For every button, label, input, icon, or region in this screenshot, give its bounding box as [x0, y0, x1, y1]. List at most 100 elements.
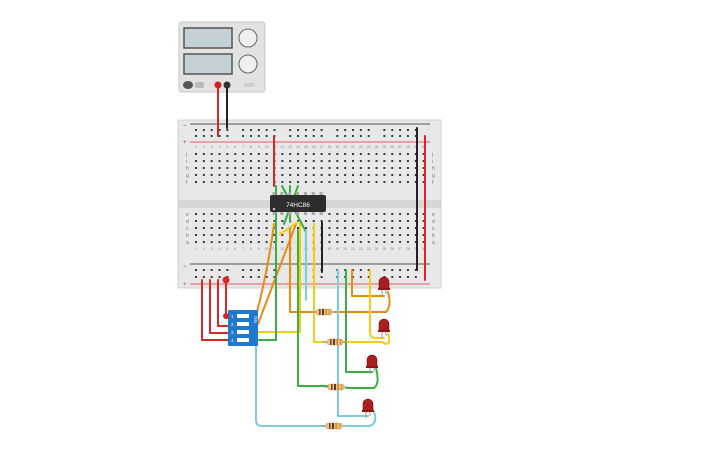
breadboard-hole[interactable]	[399, 227, 402, 229]
breadboard-hole[interactable]	[367, 174, 370, 176]
breadboard-hole[interactable]	[383, 160, 386, 162]
breadboard-hole[interactable]	[234, 213, 237, 215]
breadboard-hole[interactable]	[297, 167, 300, 169]
breadboard-hole[interactable]	[226, 174, 229, 176]
breadboard-hole[interactable]	[328, 160, 331, 162]
breadboard-hole[interactable]	[195, 160, 197, 162]
breadboard-hole[interactable]	[265, 160, 268, 162]
wire-input-b-orange[interactable]	[257, 223, 297, 325]
breadboard-hole[interactable]	[273, 227, 276, 229]
rail-hole[interactable]	[367, 276, 370, 278]
breadboard-hole[interactable]	[422, 153, 425, 155]
breadboard-hole[interactable]	[234, 220, 237, 222]
breadboard-hole[interactable]	[210, 213, 213, 215]
breadboard-hole[interactable]	[249, 160, 252, 162]
breadboard-hole[interactable]	[242, 167, 245, 169]
breadboard-hole[interactable]	[297, 174, 300, 176]
breadboard-hole[interactable]	[242, 153, 245, 155]
breadboard-hole[interactable]	[375, 220, 378, 222]
breadboard-hole[interactable]	[320, 160, 323, 162]
breadboard-hole[interactable]	[367, 220, 370, 222]
breadboard-hole[interactable]	[367, 213, 370, 215]
rail-hole[interactable]	[249, 129, 252, 131]
rail-hole[interactable]	[320, 129, 323, 131]
breadboard-hole[interactable]	[257, 167, 260, 169]
breadboard-hole[interactable]	[383, 181, 386, 183]
rail-hole[interactable]	[320, 276, 323, 278]
breadboard-hole[interactable]	[257, 174, 260, 176]
breadboard-hole[interactable]	[304, 174, 307, 176]
breadboard-hole[interactable]	[234, 160, 237, 162]
rail-hole[interactable]	[257, 269, 260, 271]
breadboard-hole[interactable]	[406, 213, 409, 215]
breadboard-hole[interactable]	[312, 167, 315, 169]
breadboard-hole[interactable]	[234, 241, 237, 243]
rail-hole[interactable]	[414, 276, 417, 278]
breadboard-hole[interactable]	[226, 213, 229, 215]
breadboard-hole[interactable]	[352, 241, 354, 243]
rail-hole[interactable]	[202, 276, 205, 278]
breadboard-hole[interactable]	[352, 160, 354, 162]
rail-hole[interactable]	[344, 135, 347, 137]
wire-led-2-a[interactable]	[369, 269, 385, 339]
breadboard-hole[interactable]	[226, 227, 229, 229]
breadboard-hole[interactable]	[249, 220, 252, 222]
breadboard-hole[interactable]	[375, 241, 378, 243]
breadboard-hole[interactable]	[367, 234, 370, 236]
rail-hole[interactable]	[265, 135, 268, 137]
breadboard-hole[interactable]	[352, 174, 354, 176]
rail-hole[interactable]	[226, 269, 229, 271]
breadboard-hole[interactable]	[202, 220, 205, 222]
breadboard-hole[interactable]	[383, 220, 386, 222]
breadboard-hole[interactable]	[414, 213, 417, 215]
breadboard-hole[interactable]	[399, 181, 402, 183]
breadboard-hole[interactable]	[352, 227, 354, 229]
breadboard-hole[interactable]	[226, 241, 229, 243]
breadboard-hole[interactable]	[422, 234, 425, 236]
breadboard-hole[interactable]	[289, 181, 292, 183]
breadboard-hole[interactable]	[406, 153, 409, 155]
breadboard-hole[interactable]	[210, 234, 213, 236]
wire-input-a-orange[interactable]	[255, 223, 275, 317]
breadboard-hole[interactable]	[406, 160, 409, 162]
breadboard-hole[interactable]	[195, 227, 197, 229]
breadboard-hole[interactable]	[249, 153, 252, 155]
breadboard-hole[interactable]	[344, 220, 347, 222]
breadboard-hole[interactable]	[202, 181, 205, 183]
rail-hole[interactable]	[265, 129, 268, 131]
breadboard-hole[interactable]	[406, 220, 409, 222]
breadboard-hole[interactable]	[344, 160, 347, 162]
rail-hole[interactable]	[195, 135, 197, 137]
breadboard-hole[interactable]	[281, 153, 284, 155]
breadboard-hole[interactable]	[367, 181, 370, 183]
breadboard-hole[interactable]	[414, 153, 417, 155]
breadboard-hole[interactable]	[195, 213, 197, 215]
breadboard-hole[interactable]	[414, 220, 417, 222]
breadboard-hole[interactable]	[399, 220, 402, 222]
resistor[interactable]	[322, 422, 346, 430]
rail-hole[interactable]	[414, 269, 417, 271]
breadboard-hole[interactable]	[281, 220, 284, 222]
resistor[interactable]	[323, 338, 347, 346]
breadboard-hole[interactable]	[234, 153, 237, 155]
breadboard-hole[interactable]	[257, 181, 260, 183]
breadboard-hole[interactable]	[328, 167, 331, 169]
breadboard-hole[interactable]	[297, 181, 300, 183]
rail-hole[interactable]	[249, 276, 252, 278]
breadboard-hole[interactable]	[422, 213, 425, 215]
rail-hole[interactable]	[406, 269, 409, 271]
breadboard-hole[interactable]	[336, 220, 339, 222]
breadboard-hole[interactable]	[242, 213, 245, 215]
breadboard-hole[interactable]	[391, 227, 394, 229]
breadboard-hole[interactable]	[297, 153, 300, 155]
rail-hole[interactable]	[391, 269, 394, 271]
breadboard-hole[interactable]	[336, 234, 339, 236]
breadboard-hole[interactable]	[312, 153, 315, 155]
breadboard-hole[interactable]	[352, 181, 354, 183]
breadboard-hole[interactable]	[375, 234, 378, 236]
breadboard-hole[interactable]	[242, 234, 245, 236]
wire-out-1[interactable]	[289, 229, 317, 313]
rail-hole[interactable]	[312, 129, 315, 131]
rail-hole[interactable]	[265, 276, 268, 278]
breadboard-hole[interactable]	[304, 167, 307, 169]
